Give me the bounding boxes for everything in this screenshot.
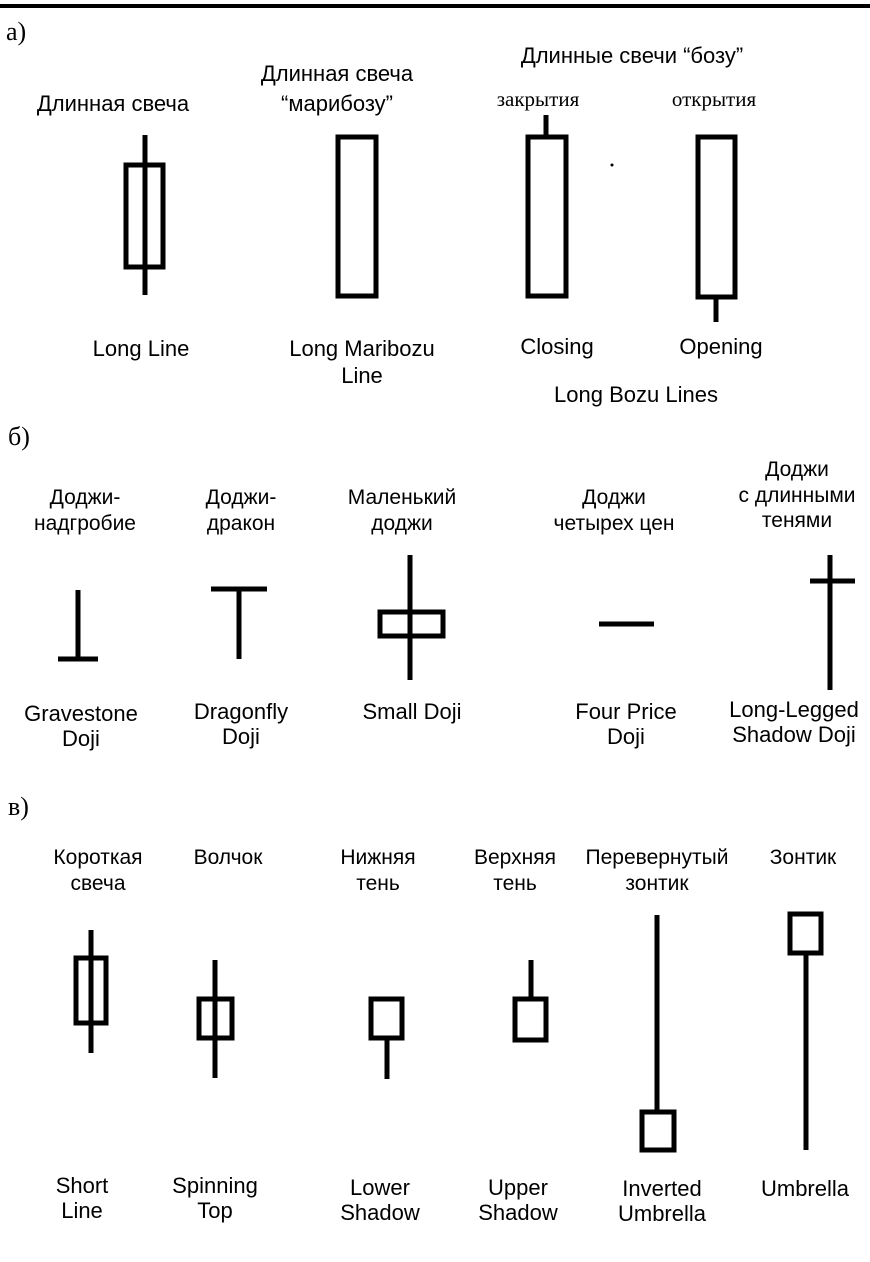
label-ru: Нижняя [340, 846, 415, 869]
label-ru: свеча [70, 872, 125, 895]
label-en: Shadow Doji [732, 722, 856, 747]
group-label-en: Long Bozu Lines [554, 382, 718, 407]
label-en: Top [197, 1198, 232, 1223]
group-title-bozu: Длинные свечи “бозу” [521, 43, 743, 68]
long-line-body [123, 162, 166, 270]
label-ru: тенями [762, 509, 832, 532]
closing-bozu-body [525, 134, 569, 299]
label-ru: Зонтик [770, 846, 837, 869]
label-en: Shadow [478, 1200, 558, 1225]
label-ru: Доджи [582, 486, 646, 509]
label-en: Lower [350, 1175, 410, 1200]
inverted-umbrella-body [639, 1109, 677, 1153]
umbrella-body [787, 911, 824, 956]
label-ru: Длинная свеча [261, 61, 414, 86]
section-label-a: а) [6, 17, 26, 46]
label-en: Long Maribozu [289, 336, 435, 361]
label-en: Short [56, 1173, 109, 1198]
label-ru: дракон [207, 512, 275, 535]
spinning-top-body [196, 996, 235, 1041]
label-en: Closing [520, 334, 593, 359]
label-ru: Короткая [53, 846, 142, 869]
label-en: Upper [488, 1175, 548, 1200]
label-en: Line [341, 363, 383, 388]
label-ru: Верхняя [474, 846, 556, 869]
label-en: Doji [62, 726, 100, 751]
label-en: Small Doji [362, 699, 461, 724]
label-en: Shadow [340, 1200, 420, 1225]
label-ru: “марибозу” [281, 91, 393, 116]
long-marubozu-body [335, 134, 379, 299]
stray-dot [610, 163, 614, 167]
label-ru: тень [356, 872, 400, 895]
label-en: Spinning [172, 1173, 258, 1198]
label-ru: зонтик [625, 872, 689, 895]
label-ru: закрытия [497, 87, 580, 111]
label-en: Gravestone [24, 701, 138, 726]
lower-shadow-body [368, 996, 405, 1041]
label-ru: тень [493, 872, 537, 895]
label-en: Long-Legged [729, 697, 859, 722]
label-ru: Доджи [765, 458, 829, 481]
section-label-c: в) [8, 792, 29, 821]
label-en: Doji [222, 724, 260, 749]
small-doji-body [377, 609, 446, 639]
label-ru: Длинная свеча [37, 91, 190, 116]
label-ru: Перевернутый [586, 846, 729, 869]
label-en: Opening [679, 334, 762, 359]
upper-shadow-body [512, 996, 549, 1043]
short-line-body [73, 955, 109, 1026]
section-label-b: б) [8, 422, 30, 451]
label-en: Dragonfly [194, 699, 288, 724]
label-ru: Доджи- [50, 486, 121, 509]
label-en: Doji [607, 724, 645, 749]
label-en: Umbrella [761, 1176, 850, 1201]
label-ru: открытия [672, 87, 757, 111]
label-ru: доджи [371, 512, 433, 535]
opening-bozu-body [695, 134, 738, 300]
label-en: Umbrella [618, 1201, 707, 1226]
label-ru: Волчок [194, 846, 264, 869]
label-ru: Маленький [348, 486, 457, 509]
label-en: Line [61, 1198, 103, 1223]
label-en: Long Line [93, 336, 190, 361]
label-en: Inverted [622, 1176, 702, 1201]
label-en: Four Price [575, 699, 676, 724]
label-ru: четырех цен [554, 512, 675, 535]
label-ru: Доджи- [206, 486, 277, 509]
label-ru: надгробие [34, 512, 136, 535]
label-ru: с длинными [738, 484, 855, 507]
